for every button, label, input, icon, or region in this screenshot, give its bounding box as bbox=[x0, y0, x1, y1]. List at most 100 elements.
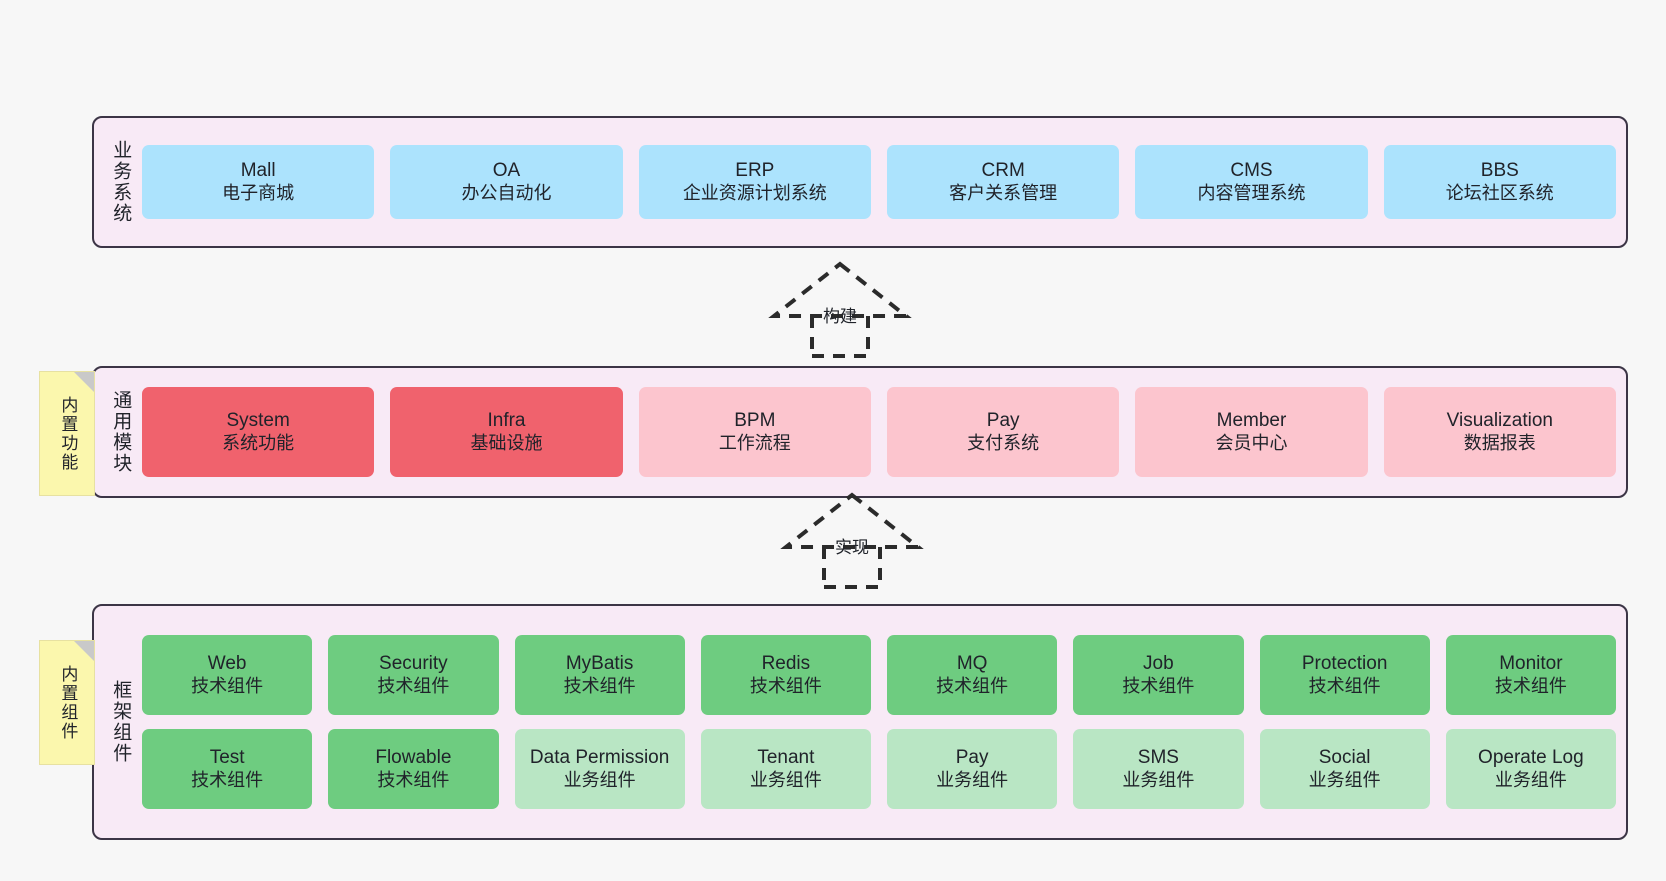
card-title: BBS bbox=[1480, 160, 1519, 182]
card-subtitle: 会员中心 bbox=[1215, 432, 1288, 453]
connector-implement: 实现 bbox=[772, 489, 932, 589]
card-title: Infra bbox=[487, 410, 526, 432]
generalization-arrow-icon bbox=[768, 261, 912, 358]
card-title: Visualization bbox=[1446, 410, 1553, 432]
card-row: Web 技术组件 Security 技术组件 MyBatis 技术组件 Redi… bbox=[142, 635, 1616, 715]
card-pay-component[interactable]: Pay 业务组件 bbox=[887, 729, 1058, 809]
card-data-permission[interactable]: Data Permission 业务组件 bbox=[514, 729, 685, 809]
card-subtitle: 业务组件 bbox=[1122, 769, 1195, 790]
card-web[interactable]: Web 技术组件 bbox=[142, 635, 313, 715]
layer-title-common-modules: 通用模块 bbox=[110, 390, 132, 474]
card-title: Data Permission bbox=[529, 747, 670, 769]
card-redis[interactable]: Redis 技术组件 bbox=[700, 635, 871, 715]
card-subtitle: 企业资源计划系统 bbox=[682, 182, 827, 203]
card-subtitle: 客户关系管理 bbox=[949, 182, 1058, 203]
card-title: Member bbox=[1216, 410, 1287, 432]
card-title: Redis bbox=[761, 653, 811, 675]
generalization-arrow-icon bbox=[780, 492, 924, 589]
card-title: MyBatis bbox=[565, 653, 634, 675]
card-crm[interactable]: CRM 客户关系管理 bbox=[886, 145, 1120, 219]
card-pay[interactable]: Pay 支付系统 bbox=[886, 387, 1120, 477]
card-title: Security bbox=[379, 653, 448, 675]
card-title: SMS bbox=[1137, 747, 1179, 769]
card-mybatis[interactable]: MyBatis 技术组件 bbox=[514, 635, 685, 715]
card-title: OA bbox=[492, 160, 521, 182]
card-row: Test 技术组件 Flowable 技术组件 Data Permission … bbox=[142, 729, 1616, 809]
card-subtitle: 技术组件 bbox=[191, 769, 264, 790]
card-title: MQ bbox=[956, 653, 988, 675]
note-text: 内置功能 bbox=[58, 395, 78, 472]
card-system[interactable]: System 系统功能 bbox=[142, 387, 375, 477]
card-bpm[interactable]: BPM 工作流程 bbox=[638, 387, 871, 477]
layer-body-common-modules: System 系统功能 Infra 基础设施 BPM 工作流程 Pay 支付系统… bbox=[142, 376, 1616, 488]
card-subtitle: 系统功能 bbox=[222, 432, 295, 453]
card-oa[interactable]: OA 办公自动化 bbox=[390, 145, 623, 219]
card-subtitle: 工作流程 bbox=[718, 432, 791, 453]
card-title: Flowable bbox=[375, 747, 452, 769]
card-title: CRM bbox=[981, 160, 1025, 182]
card-subtitle: 技术组件 bbox=[1494, 675, 1567, 696]
card-security[interactable]: Security 技术组件 bbox=[328, 635, 499, 715]
layer-body-business-system: Mall 电子商城 OA 办公自动化 ERP 企业资源计划系统 CRM 客户关系… bbox=[142, 126, 1616, 238]
card-mq[interactable]: MQ 技术组件 bbox=[887, 635, 1058, 715]
card-cms[interactable]: CMS 内容管理系统 bbox=[1135, 145, 1368, 219]
card-subtitle: 支付系统 bbox=[967, 432, 1040, 453]
card-infra[interactable]: Infra 基础设施 bbox=[390, 387, 623, 477]
card-bbs[interactable]: BBS 论坛社区系统 bbox=[1383, 145, 1616, 219]
card-erp[interactable]: ERP 企业资源计划系统 bbox=[638, 145, 871, 219]
card-subtitle: 数据报表 bbox=[1463, 432, 1536, 453]
layer-common-modules: 通用模块 System 系统功能 Infra 基础设施 BPM 工作流程 Pay… bbox=[92, 366, 1628, 498]
card-title: Social bbox=[1318, 747, 1371, 769]
layer-framework-components: 框架组件 Web 技术组件 Security 技术组件 MyBatis 技术组件… bbox=[92, 604, 1628, 840]
card-test[interactable]: Test 技术组件 bbox=[142, 729, 313, 809]
card-row: Mall 电子商城 OA 办公自动化 ERP 企业资源计划系统 CRM 客户关系… bbox=[142, 145, 1616, 219]
card-subtitle: 业务组件 bbox=[749, 769, 822, 790]
card-subtitle: 论坛社区系统 bbox=[1445, 182, 1554, 203]
card-subtitle: 业务组件 bbox=[1494, 769, 1567, 790]
card-title: Job bbox=[1143, 653, 1174, 675]
card-subtitle: 业务组件 bbox=[1308, 769, 1381, 790]
card-title: CMS bbox=[1230, 160, 1273, 182]
card-visualization[interactable]: Visualization 数据报表 bbox=[1383, 387, 1616, 477]
layer-title-framework-components: 框架组件 bbox=[110, 680, 132, 764]
note-text: 内置组件 bbox=[58, 664, 78, 741]
card-subtitle: 办公自动化 bbox=[461, 182, 552, 203]
card-title: Pay bbox=[955, 747, 989, 769]
card-subtitle: 业务组件 bbox=[563, 769, 636, 790]
note-fold-icon bbox=[74, 641, 94, 661]
card-title: BPM bbox=[734, 410, 776, 432]
card-member[interactable]: Member 会员中心 bbox=[1135, 387, 1368, 477]
card-subtitle: 电子商城 bbox=[222, 182, 295, 203]
note-fold-icon bbox=[74, 372, 94, 392]
connector-label-build: 构建 bbox=[823, 307, 857, 326]
card-subtitle: 技术组件 bbox=[191, 675, 264, 696]
card-social[interactable]: Social 业务组件 bbox=[1259, 729, 1430, 809]
card-mall[interactable]: Mall 电子商城 bbox=[142, 145, 375, 219]
card-subtitle: 技术组件 bbox=[563, 675, 636, 696]
card-title: Mall bbox=[240, 160, 276, 182]
card-job[interactable]: Job 技术组件 bbox=[1073, 635, 1244, 715]
note-builtin-component: 内置组件 bbox=[39, 640, 95, 765]
card-title: ERP bbox=[735, 160, 775, 182]
card-title: Test bbox=[209, 747, 245, 769]
card-subtitle: 技术组件 bbox=[377, 675, 450, 696]
card-protection[interactable]: Protection 技术组件 bbox=[1259, 635, 1430, 715]
card-subtitle: 技术组件 bbox=[377, 769, 450, 790]
card-subtitle: 技术组件 bbox=[1308, 675, 1381, 696]
card-sms[interactable]: SMS 业务组件 bbox=[1073, 729, 1244, 809]
card-flowable[interactable]: Flowable 技术组件 bbox=[328, 729, 499, 809]
card-subtitle: 技术组件 bbox=[1122, 675, 1195, 696]
card-title: Monitor bbox=[1499, 653, 1563, 675]
card-monitor[interactable]: Monitor 技术组件 bbox=[1445, 635, 1616, 715]
card-title: Pay bbox=[986, 410, 1020, 432]
connector-build: 构建 bbox=[760, 258, 920, 358]
card-title: Web bbox=[207, 653, 247, 675]
card-operate-log[interactable]: Operate Log 业务组件 bbox=[1445, 729, 1616, 809]
connector-label-implement: 实现 bbox=[835, 538, 869, 557]
card-title: Tenant bbox=[757, 747, 815, 769]
card-subtitle: 技术组件 bbox=[936, 675, 1009, 696]
card-title: Operate Log bbox=[1478, 747, 1584, 769]
card-tenant[interactable]: Tenant 业务组件 bbox=[700, 729, 871, 809]
layer-body-framework-components: Web 技术组件 Security 技术组件 MyBatis 技术组件 Redi… bbox=[142, 614, 1616, 830]
layer-business-system: 业务系统 Mall 电子商城 OA 办公自动化 ERP 企业资源计划系统 CRM… bbox=[92, 116, 1628, 248]
